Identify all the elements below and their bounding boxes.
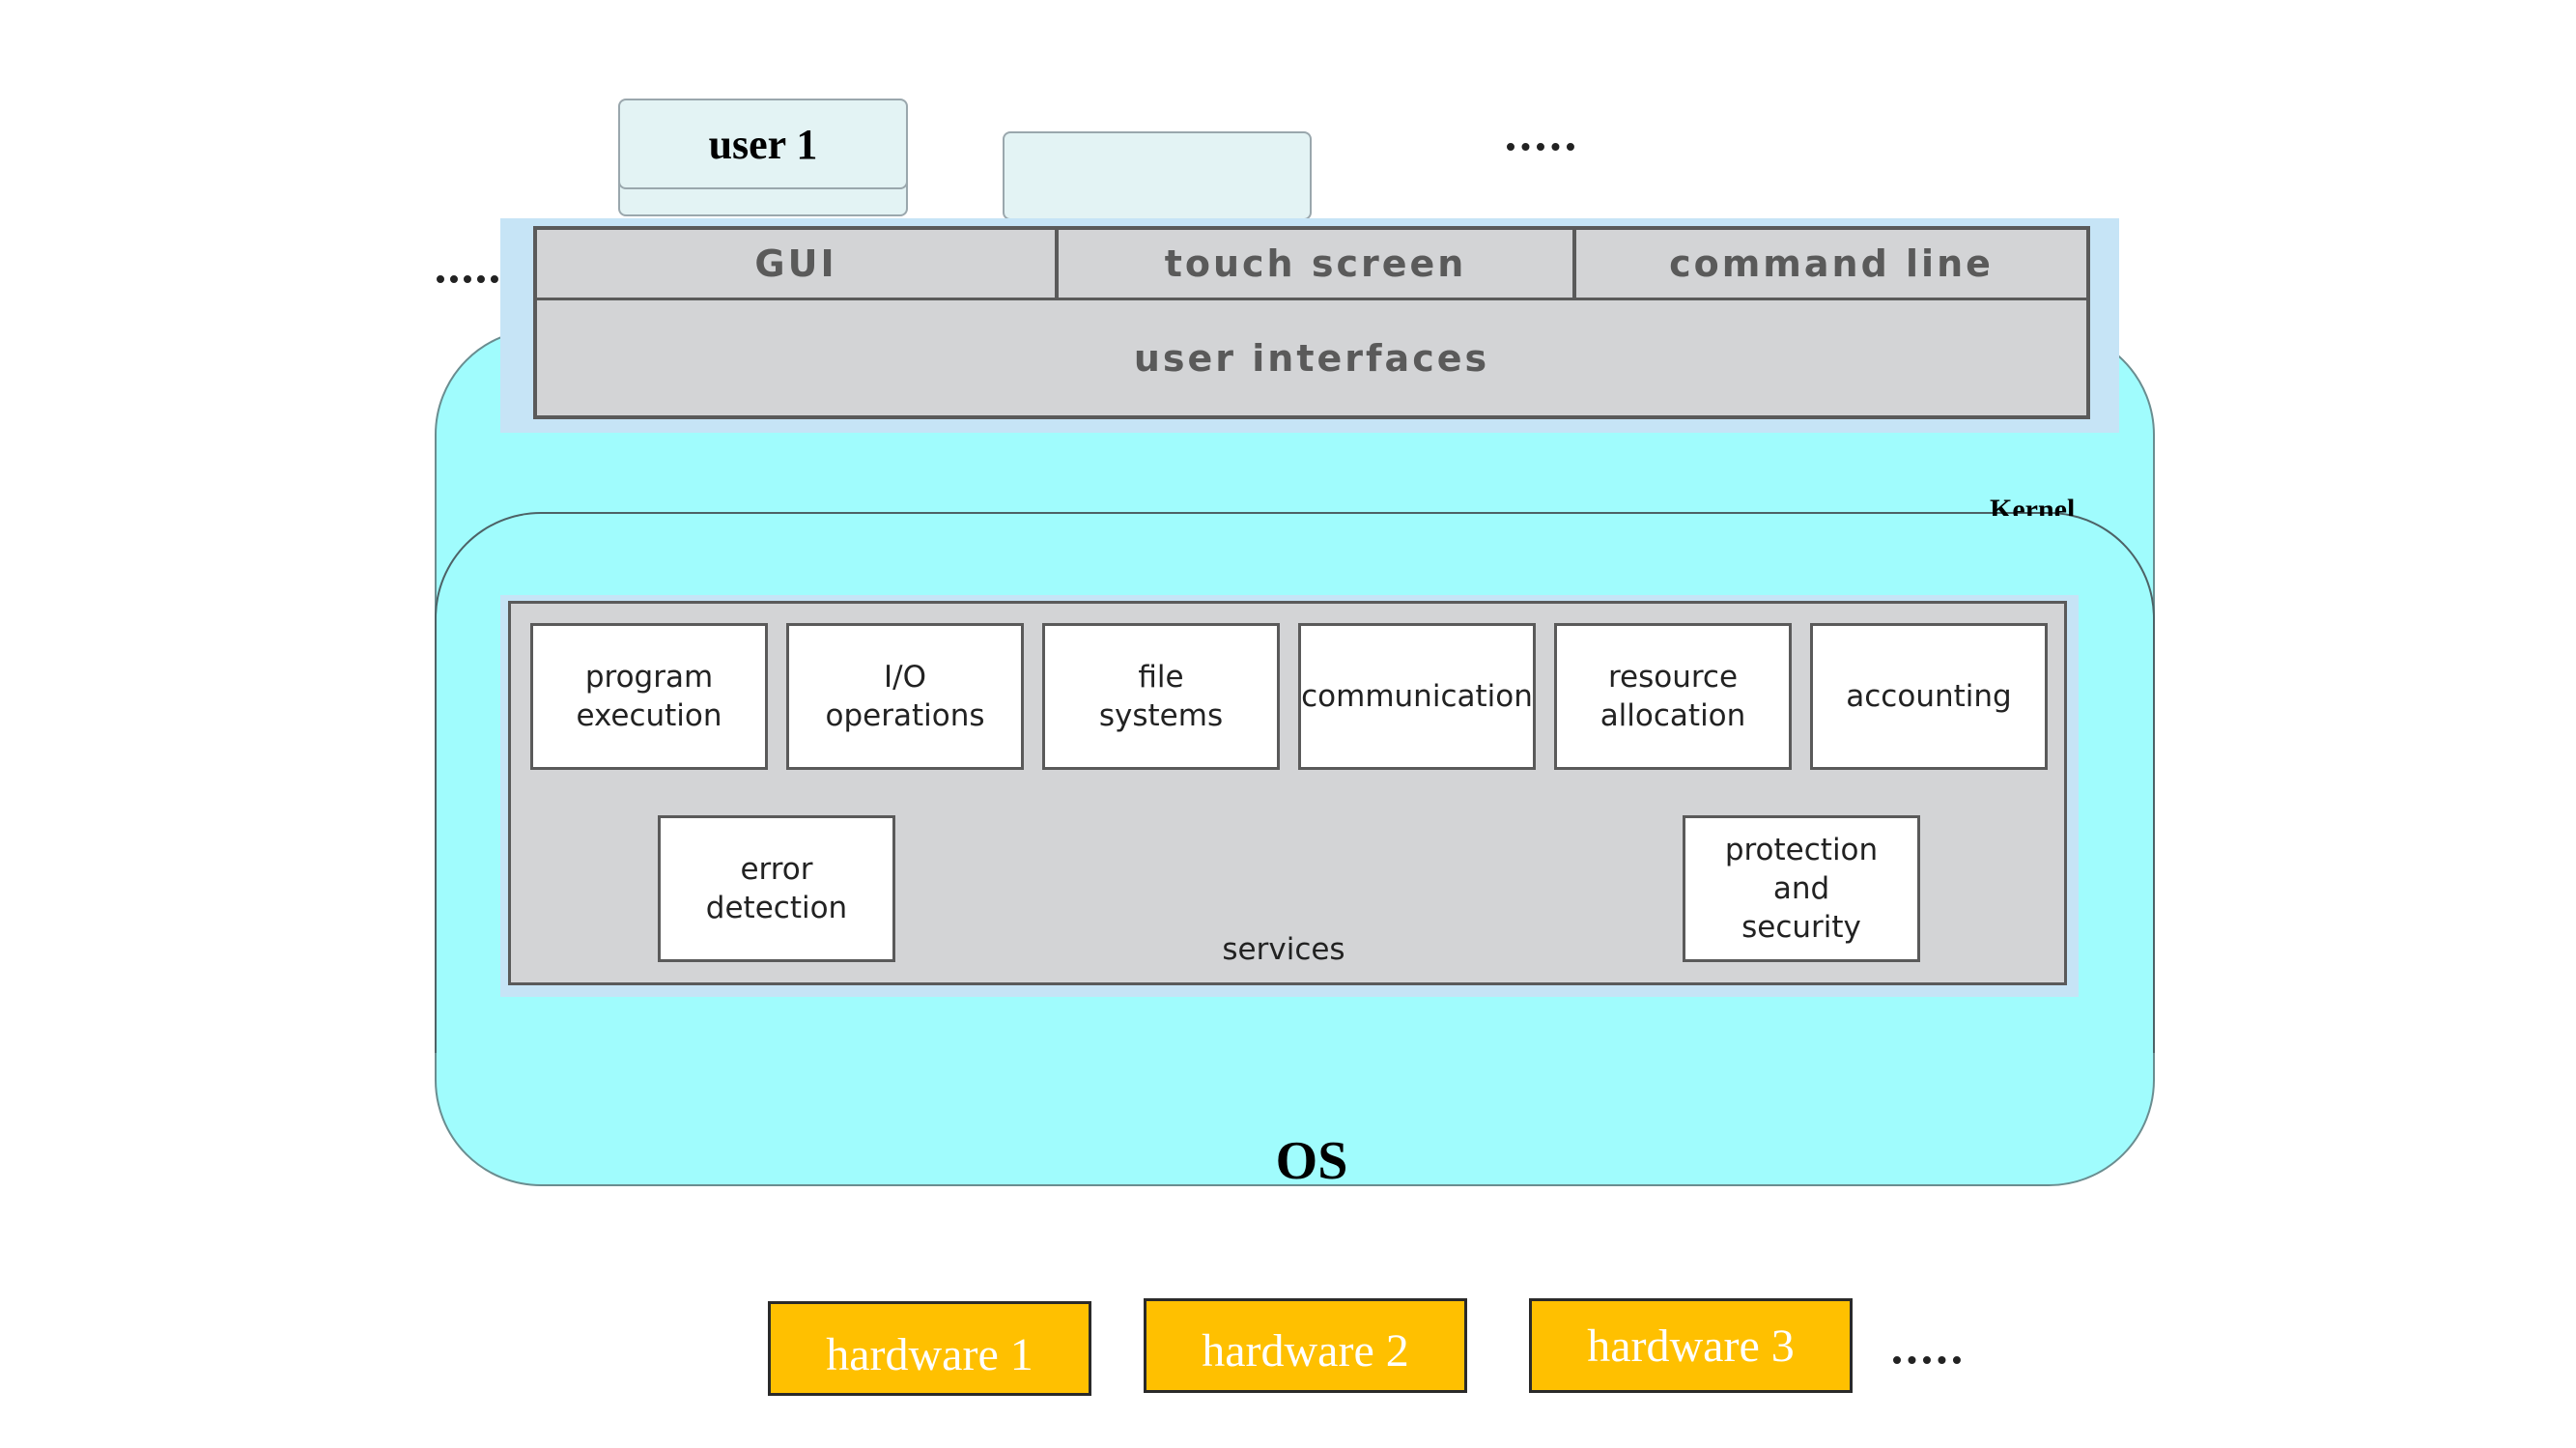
- user-1-label: user 1: [708, 120, 818, 168]
- user-1-box: user 1: [618, 99, 908, 189]
- users-ellipsis: [1507, 143, 1574, 151]
- ui-divider-horizontal: [537, 298, 2086, 300]
- program-execution-box: program execution: [530, 623, 768, 770]
- resource-allocation-box: resource allocation: [1554, 623, 1792, 770]
- hardware-3-box: hardware 3: [1529, 1298, 1853, 1393]
- hardware-1-box: hardware 1: [768, 1301, 1091, 1396]
- hardware-2-box: hardware 2: [1144, 1298, 1467, 1393]
- protection-security-box: protection and security: [1683, 815, 1920, 962]
- ui-divider-vertical-1: [1055, 230, 1059, 298]
- kernel-label: Kernel: [1990, 494, 2076, 516]
- hardware-1-label: hardware 1: [826, 1328, 1033, 1380]
- command-line-label: command line: [1669, 242, 1994, 285]
- user-interfaces-label: user interfaces: [1133, 336, 1490, 380]
- touch-screen-label: touch screen: [1164, 242, 1467, 285]
- touch-screen-cell: touch screen: [1059, 230, 1572, 298]
- ui-divider-vertical-2: [1572, 230, 1576, 298]
- gui-label: GUI: [754, 242, 837, 285]
- accounting-box: accounting: [1810, 623, 2048, 770]
- kernel-region-outline: [435, 512, 2155, 1053]
- user-interfaces-cell: user interfaces: [537, 300, 2086, 415]
- user-interfaces-panel: GUI touch screen command line user inter…: [533, 226, 2090, 419]
- services-panel: program execution I/O operations file sy…: [508, 601, 2067, 985]
- hardware-2-label: hardware 2: [1202, 1324, 1409, 1377]
- error-detection-box: error detection: [658, 815, 895, 962]
- io-operations-box: I/O operations: [786, 623, 1024, 770]
- communication-box: communication: [1298, 623, 1536, 770]
- command-line-cell: command line: [1576, 230, 2086, 298]
- services-label: services: [1222, 932, 1345, 967]
- gui-cell: GUI: [537, 230, 1055, 298]
- ui-ellipsis: [437, 275, 498, 283]
- hardware-3-label: hardware 3: [1587, 1320, 1795, 1372]
- hardware-ellipsis: [1893, 1356, 1961, 1364]
- os-label: OS: [1275, 1131, 1348, 1191]
- user-2-box: [1003, 131, 1312, 220]
- file-systems-box: file systems: [1042, 623, 1280, 770]
